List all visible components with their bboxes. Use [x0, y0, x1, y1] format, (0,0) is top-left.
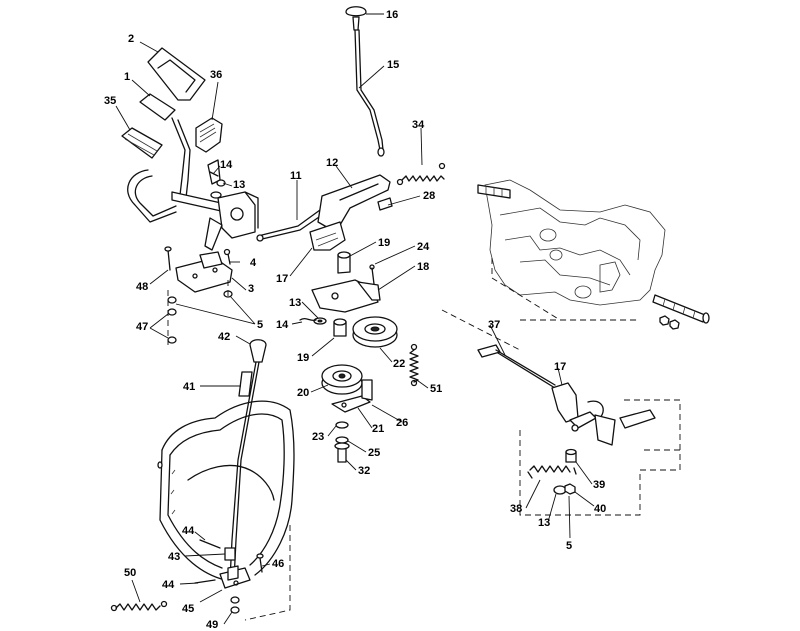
callout-28: 28	[423, 190, 435, 202]
mount-plate-3	[175, 251, 233, 293]
pulley-20	[321, 364, 363, 395]
callout-18: 18	[417, 261, 429, 273]
callout-17-right: 17	[554, 361, 566, 373]
callout-15: 15	[387, 59, 399, 71]
washer-40-nut-5	[553, 483, 576, 495]
callout-2: 2	[128, 33, 134, 45]
callout-25: 25	[368, 447, 380, 459]
callout-26: 26	[396, 417, 408, 429]
bolt-4	[223, 248, 231, 265]
shift-rod-15	[354, 29, 385, 157]
callout-19-upper: 19	[378, 237, 390, 249]
cable-37	[477, 344, 556, 389]
bolt-48	[164, 246, 172, 271]
callout-34: 34	[412, 119, 425, 131]
callout-35: 35	[104, 95, 116, 107]
cotter-14b	[299, 317, 317, 322]
callout-44-lower: 44	[162, 579, 175, 591]
callout-19-middle: 19	[297, 352, 309, 364]
callout-11: 11	[290, 170, 302, 182]
callout-50: 50	[124, 567, 136, 579]
callout-16: 16	[386, 9, 398, 21]
callout-38: 38	[510, 503, 522, 515]
spring-51	[409, 343, 419, 387]
callout-36: 36	[210, 69, 222, 81]
clip-43	[224, 547, 236, 561]
transaxle-assembly	[477, 179, 710, 330]
dashed-lines-left	[167, 280, 229, 345]
spring-50	[110, 600, 168, 612]
callout-13-lower: 13	[538, 517, 550, 529]
washer-13a-pin-14a	[209, 171, 226, 187]
pulley-22	[352, 316, 398, 348]
callout-1: 1	[124, 71, 130, 83]
callout-40: 40	[594, 503, 606, 515]
callout-39: 39	[593, 479, 605, 491]
callout-22: 22	[393, 358, 405, 370]
washer-13b	[313, 317, 327, 325]
callout-13-middle: 13	[289, 297, 301, 309]
nut-49	[230, 596, 240, 614]
callout-13-upper: 13	[233, 179, 245, 191]
callout-17-upper: 17	[276, 273, 288, 285]
callout-labels: 16 15 2 1 36 35 34 12 14 13 11 28 19 24 …	[104, 9, 606, 631]
callout-37: 37	[488, 319, 500, 331]
callout-5-left: 5	[257, 319, 263, 331]
callout-49: 49	[206, 619, 218, 631]
knob-42	[249, 339, 267, 363]
pedal-pad-36	[195, 117, 223, 153]
callout-3: 3	[248, 283, 254, 295]
pedal-pad-2	[147, 47, 206, 101]
callout-48: 48	[136, 281, 148, 293]
callout-44-upper: 44	[182, 525, 195, 537]
shift-plate-12	[309, 174, 393, 251]
callout-45: 45	[182, 603, 194, 615]
dashed-frame-right	[441, 309, 681, 516]
pad-1	[139, 93, 176, 121]
spacer-39	[565, 448, 577, 463]
bracket-21	[331, 379, 373, 413]
callout-5-right: 5	[566, 540, 572, 552]
callout-46: 46	[272, 558, 284, 570]
spacer-19b	[333, 318, 347, 337]
callout-23: 23	[312, 431, 324, 443]
callout-4: 4	[250, 257, 257, 269]
pins-44	[194, 539, 221, 584]
callout-51: 51	[430, 383, 442, 395]
callout-14-upper: 14	[220, 159, 233, 171]
callout-43: 43	[168, 551, 180, 563]
dashed-frame-left	[244, 525, 291, 621]
spring-38	[527, 465, 577, 479]
linkage-17b	[551, 382, 656, 446]
lever-45	[219, 565, 251, 589]
screw-46	[256, 553, 264, 573]
callout-20: 20	[297, 387, 309, 399]
callout-32: 32	[358, 465, 370, 477]
control-rod-41	[229, 361, 260, 581]
callout-14-middle: 14	[276, 319, 289, 331]
callout-47: 47	[136, 321, 148, 333]
leader-lines	[115, 13, 595, 625]
callout-21: 21	[372, 423, 384, 435]
callout-42: 42	[218, 331, 230, 343]
pedal-bracket	[204, 159, 259, 251]
pedal-pad-35	[121, 127, 163, 159]
callout-12: 12	[326, 157, 338, 169]
callout-41: 41	[183, 381, 195, 393]
spring-34	[396, 162, 446, 186]
shift-knob-16	[345, 6, 367, 31]
hardware-23-25-32	[334, 421, 350, 463]
dash-panel	[157, 400, 295, 581]
callout-24: 24	[417, 241, 430, 253]
idler-bracket-18	[311, 251, 381, 313]
